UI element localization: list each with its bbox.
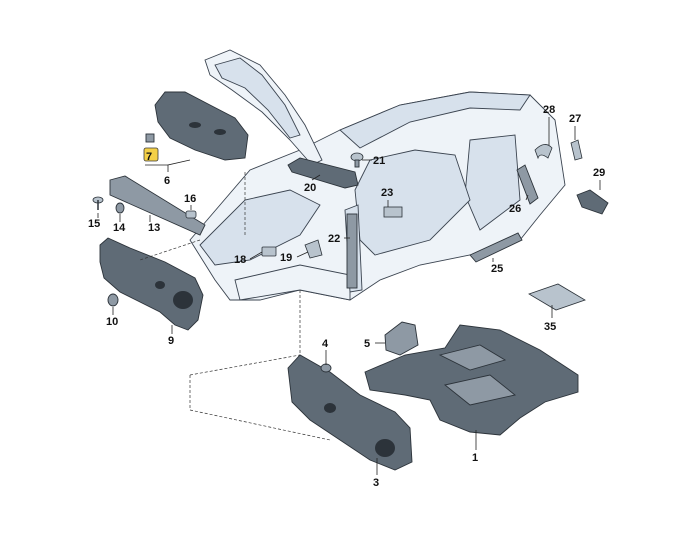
callout-4: 4 xyxy=(322,338,329,350)
callout-14: 14 xyxy=(113,222,126,234)
part-3-dash-insulation xyxy=(287,354,413,471)
callout-16: 16 xyxy=(184,193,196,205)
callout-23: 23 xyxy=(381,187,393,199)
callout-6: 6 xyxy=(164,175,170,187)
part-6-hood-insulation xyxy=(154,91,249,161)
callout-19: 19 xyxy=(280,252,292,264)
part-10-grommet xyxy=(107,293,119,307)
part-27-strip xyxy=(570,139,583,161)
part-14-clip xyxy=(115,202,125,214)
part-5-block xyxy=(384,321,419,356)
callout-29: 29 xyxy=(593,167,605,179)
guide-lines xyxy=(139,172,331,441)
part-21-clip xyxy=(350,152,364,168)
part-20-cowl-panel xyxy=(287,157,359,189)
callout-21: 21 xyxy=(373,155,385,167)
callout-1: 1 xyxy=(472,452,478,464)
part-15-screw xyxy=(92,196,104,210)
part-19-pad xyxy=(304,239,323,259)
part-26-panel xyxy=(516,164,539,205)
part-9-firewall-insulation xyxy=(99,237,204,331)
part-13-cowl-strip xyxy=(109,175,206,236)
callout-10: 10 xyxy=(106,316,118,328)
part-28-bracket xyxy=(534,144,553,160)
leader-lines xyxy=(97,117,601,475)
part-4-clip xyxy=(320,363,332,373)
callout-28: 28 xyxy=(543,104,555,116)
hood xyxy=(204,49,323,166)
callout-27: 27 xyxy=(569,113,581,125)
callout-9: 9 xyxy=(168,335,174,347)
callout-7: 7 xyxy=(146,151,152,163)
part-35-mat xyxy=(528,283,586,311)
part-7-clip xyxy=(143,133,159,162)
part-22-pillar-trim xyxy=(346,213,358,289)
callout-3: 3 xyxy=(373,477,379,489)
callout-18: 18 xyxy=(234,254,246,266)
callout-15: 15 xyxy=(88,218,100,230)
callout-20: 20 xyxy=(304,182,316,194)
car-body-shell xyxy=(189,91,566,301)
part-23-pad xyxy=(383,206,403,218)
part-1-floor-carpet xyxy=(364,324,579,436)
callout-5: 5 xyxy=(364,338,370,350)
part-29-mat xyxy=(576,189,609,215)
callout-35: 35 xyxy=(544,321,556,333)
part-16-pad xyxy=(185,210,197,219)
callout-25: 25 xyxy=(491,263,503,275)
part-18-pad xyxy=(261,246,277,257)
callout-13: 13 xyxy=(148,222,160,234)
part-25-sill xyxy=(469,232,523,263)
callout-26: 26 xyxy=(509,203,521,215)
callout-22: 22 xyxy=(328,233,340,245)
